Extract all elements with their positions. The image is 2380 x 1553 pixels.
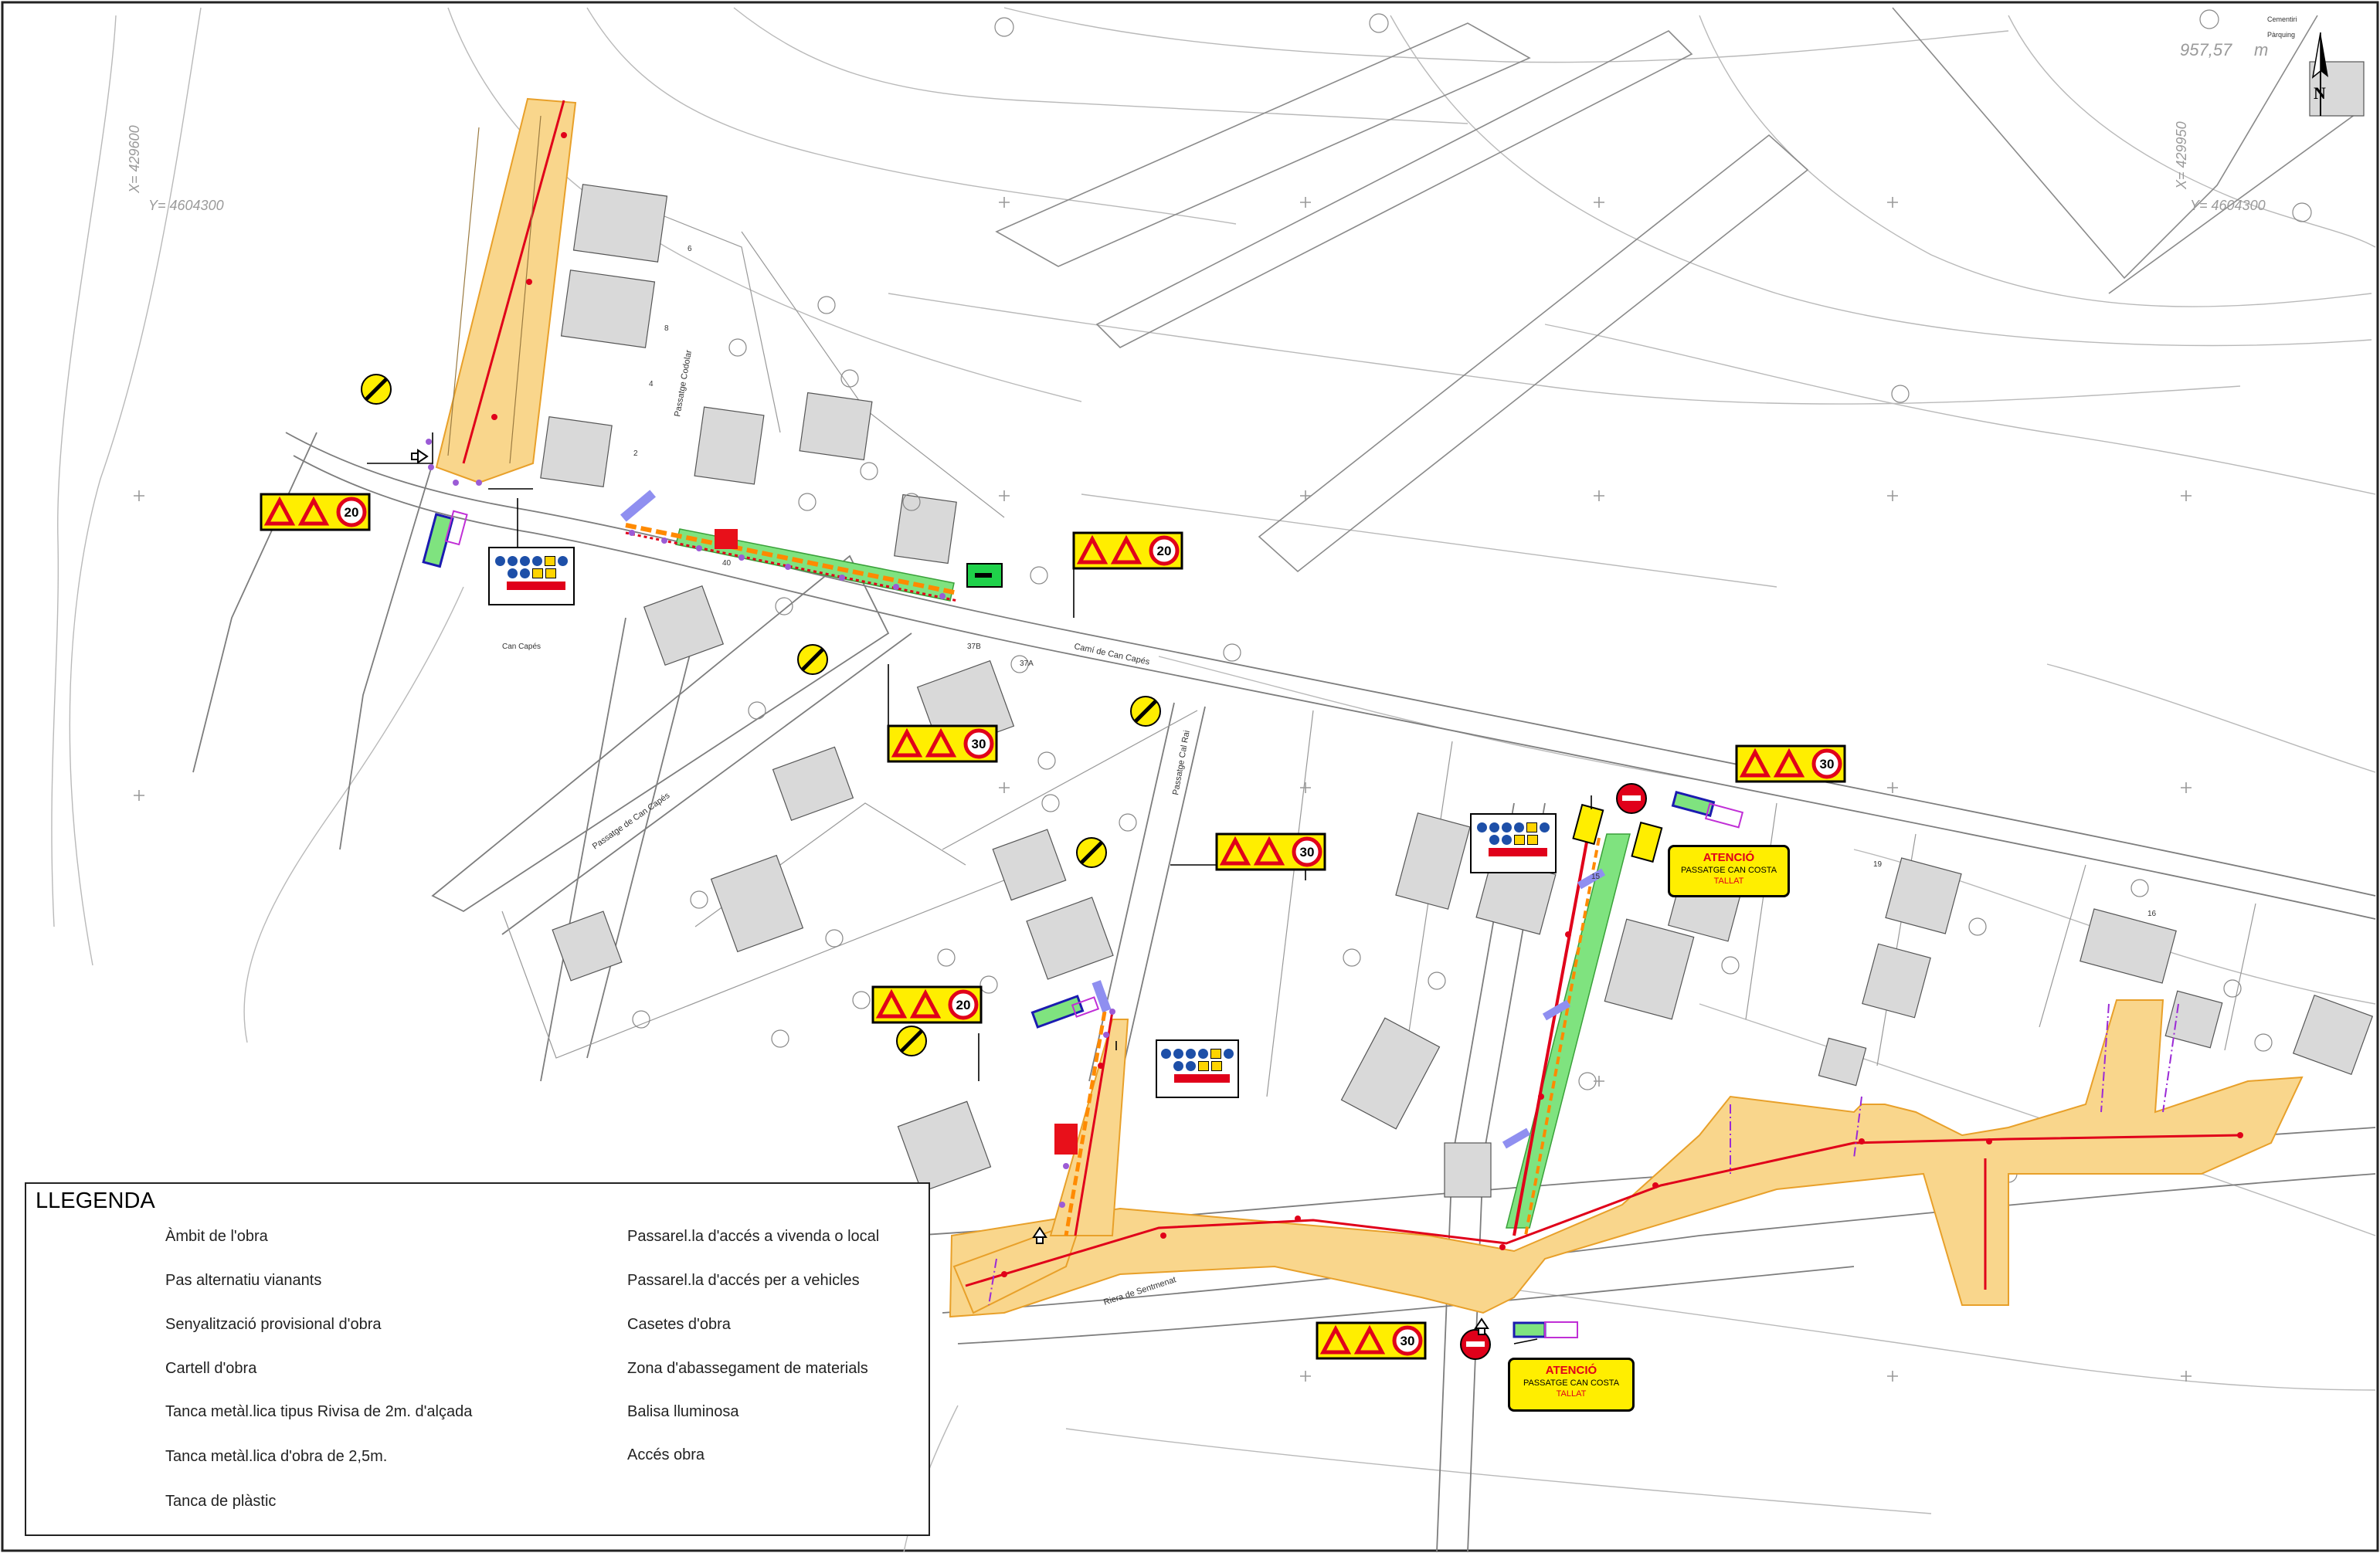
grid-crosses xyxy=(134,197,2192,1382)
legend-label-orange-fence: Tanca metàl.lica d'obra de 2,5m. xyxy=(165,1448,388,1465)
construction-fences xyxy=(447,100,2241,1306)
beacons xyxy=(426,439,1115,1208)
house-number: 16 xyxy=(2147,910,2157,918)
coordinates: X= 429600 Y= 4604300 X= 429950 Y= 460430… xyxy=(127,40,2268,213)
house-number: 2 xyxy=(633,449,638,458)
warning-sign-group: 30 xyxy=(1316,1321,1427,1360)
label-can-capes: Can Capés xyxy=(502,643,541,651)
legend-label-work-area: Àmbit de l'obra xyxy=(165,1228,268,1245)
speed-limit-value: 30 xyxy=(972,737,986,751)
speed-limit-value: 20 xyxy=(1157,544,1172,558)
speed-limit-value: 30 xyxy=(1400,1334,1415,1348)
large-plots xyxy=(995,7,2365,573)
speed-limit-value: 20 xyxy=(345,505,359,520)
label-passatge-cal-rai: Passatge Cal Rai xyxy=(1171,730,1192,796)
legend-label-plastic-fence: Tanca de plàstic xyxy=(165,1493,277,1510)
warning-sign-group: 30 xyxy=(1735,744,1846,783)
attention-title: ATENCIÓ xyxy=(1545,1364,1597,1377)
access-arrows xyxy=(411,449,1489,1335)
attention-line2: PASSATGE CAN COSTA xyxy=(1680,866,1777,875)
elevation-suffix: m xyxy=(2254,40,2268,59)
house-number: 6 xyxy=(688,245,692,253)
attention-line3: TALLAT xyxy=(1556,1389,1587,1399)
warning-sign-group: 30 xyxy=(1215,832,1326,871)
legend-label-hut: Casetes d'obra xyxy=(627,1316,731,1333)
legend-label-access: Accés obra xyxy=(627,1446,705,1463)
house-numbers: 40 37B 37A 15 19 16 6 8 4 2 xyxy=(633,245,2157,918)
house-number: 40 xyxy=(722,559,732,568)
legend-label-signs: Senyalització provisional d'obra xyxy=(165,1316,382,1333)
coord-y-right: Y= 4604300 xyxy=(2190,198,2266,213)
label-riera-sentmenat: Riera de Sentmenat xyxy=(1102,1275,1177,1307)
legend-panel: LLEGENDA Àmbit de l'obra Pas alternatiu … xyxy=(25,1182,930,1536)
elevation-value: 957,57 xyxy=(2180,40,2232,59)
site-notice-board xyxy=(1156,1039,1239,1098)
label-parking: Pàrquing xyxy=(2267,31,2295,39)
attention-line3: TALLAT xyxy=(1713,877,1744,886)
site-notice-board xyxy=(1470,813,1557,873)
house-number: 37A xyxy=(1020,660,1034,668)
no-entry-signs xyxy=(1460,783,1647,1360)
legend-label-storage: Zona d'abassegament de materials xyxy=(627,1360,868,1377)
fence-nodes xyxy=(491,132,2243,1277)
speed-sign-groups: 20 20 30 30 30 xyxy=(260,493,1846,1360)
speed-limit-value: 30 xyxy=(1820,757,1835,771)
legend-label-blue-walkway: Passarel.la d'accés a vivenda o local xyxy=(627,1228,880,1245)
house-number: 15 xyxy=(1591,873,1601,881)
attention-sign: ATENCIÓ PASSATGE CAN COSTA TALLAT xyxy=(1508,1358,1635,1412)
coord-x-right: X= 429950 xyxy=(2174,121,2189,190)
plot-lines xyxy=(501,215,2256,1105)
legend-label-beacon: Balisa lluminosa xyxy=(627,1403,739,1420)
warning-sign-group: 20 xyxy=(871,985,983,1024)
speed-limit-value: 30 xyxy=(1300,845,1315,860)
attention-sign: ATENCIÓ PASSATGE CAN COSTA TALLAT xyxy=(1668,845,1790,897)
legend-label-blue-fence: Tanca metàl.lica tipus Rivisa de 2m. d'a… xyxy=(165,1403,473,1420)
north-arrow xyxy=(2311,32,2328,116)
coord-x-left: X= 429600 xyxy=(127,125,142,194)
coord-y-left: Y= 4604300 xyxy=(148,198,224,213)
warning-sign-group: 20 xyxy=(260,493,371,531)
warning-sign-group: 30 xyxy=(887,724,998,763)
traffic-lights xyxy=(966,563,1663,863)
site-huts xyxy=(422,510,1744,1338)
attention-title: ATENCIÓ xyxy=(1703,851,1755,864)
speed-limit-value: 20 xyxy=(956,998,971,1012)
label-cami-can-capes: Camí de Can Capés xyxy=(1073,642,1150,667)
work-area-zones xyxy=(435,97,2304,1318)
house-number: 8 xyxy=(664,324,669,333)
warning-sign-group: 20 xyxy=(1072,531,1183,570)
legend-title: LLEGENDA xyxy=(36,1188,155,1213)
legend-label-red-walkway: Passarel.la d'accés per a vehicles xyxy=(627,1272,860,1289)
legend-label-notice: Cartell d'obra xyxy=(165,1360,257,1377)
north-label: N xyxy=(2314,83,2326,103)
label-cementiri: Cementiri xyxy=(2267,15,2297,23)
walkways xyxy=(620,490,1606,1155)
house-number: 37B xyxy=(967,643,981,651)
buildings xyxy=(540,61,2374,1198)
attention-line2: PASSATGE CAN COSTA xyxy=(1523,1378,1620,1388)
label-passatge-codolar: Passatge Codolar xyxy=(673,349,694,418)
site-notice-board xyxy=(488,547,575,605)
label-passatge-can-capes: Passatge de Can Capés xyxy=(591,791,672,852)
house-number: 4 xyxy=(649,380,654,388)
house-number: 19 xyxy=(1873,860,1883,869)
legend-label-pedestrian: Pas alternatiu vianants xyxy=(165,1272,322,1289)
end-restriction-signs xyxy=(361,374,1161,1056)
